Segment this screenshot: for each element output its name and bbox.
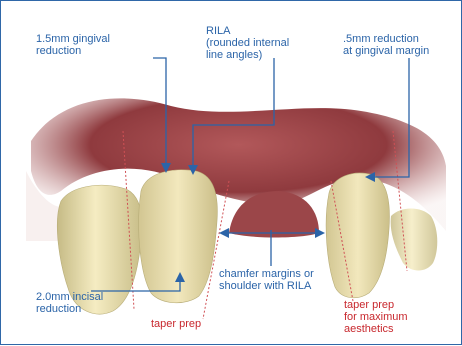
prepped-central-tooth [139,170,218,303]
arrow-head-chamfer-left [219,228,229,238]
label-incisal-reduction: 2.0mm incisal reduction [36,291,103,315]
arrow-head-chamfer-right [315,228,325,238]
label-taper-prep: taper prep [151,318,201,330]
label-margin-reduction: .5mm reduction at gingival margin [343,33,429,57]
right-lateral-tooth [391,209,438,271]
label-gingival-reduction: 1.5mm gingival reduction [36,33,110,57]
label-taper-aesthetics: taper prep for maximum aesthetics [344,299,408,335]
prepped-right-tooth [326,173,389,298]
label-rila: RILA (rounded internal line angles) [206,25,289,61]
label-chamfer: chamfer margins or shoulder with RILA [219,268,314,292]
